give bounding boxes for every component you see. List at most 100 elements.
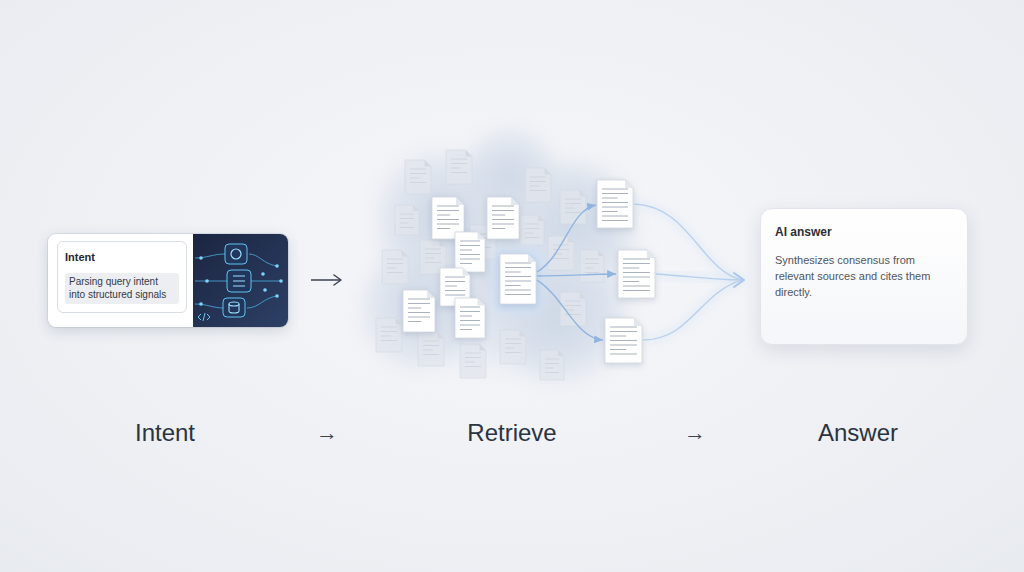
document-line (505, 339, 521, 340)
document-fold (580, 190, 587, 197)
document-line (623, 290, 650, 291)
document-fold (396, 318, 403, 325)
converge-line (656, 274, 742, 280)
document-line (530, 186, 540, 187)
document-line (602, 189, 628, 190)
inner-card: IntentParsing query intent into structur… (57, 241, 187, 313)
card-body: Synthesizes consensus from relevant sour… (775, 253, 953, 301)
document (618, 250, 655, 298)
text-column: IntentParsing query intent into structur… (48, 234, 193, 327)
document-line (381, 331, 397, 332)
arrowhead (334, 275, 341, 285)
icon-glyph (233, 276, 245, 286)
circuit-dot (261, 272, 265, 276)
document-sheet (455, 298, 485, 338)
document-line (610, 327, 637, 328)
document-line (460, 307, 480, 308)
document-fold (480, 344, 487, 351)
document-line (610, 331, 637, 332)
document-line (530, 181, 546, 182)
document-line (525, 237, 539, 238)
document-line (492, 219, 514, 220)
document-line (460, 325, 480, 326)
document-line (565, 314, 581, 315)
document-sheet (455, 232, 485, 272)
document-fold (478, 298, 486, 306)
document-line (460, 329, 472, 330)
document-line (451, 172, 467, 173)
document-sheet (500, 330, 526, 364)
document-fold (427, 290, 435, 298)
document-fold (456, 197, 464, 205)
document-sheet (418, 332, 444, 366)
document-fold (625, 180, 633, 188)
documents (403, 180, 655, 363)
document-line (505, 272, 521, 273)
icon-glyph (229, 304, 239, 313)
document-line (408, 299, 430, 300)
faded-document (500, 330, 526, 364)
document-line (445, 277, 465, 278)
document-glow (494, 250, 542, 312)
faded-document (405, 160, 431, 194)
card-heading: Intent (65, 251, 179, 263)
document-line (585, 268, 593, 269)
document-fold (545, 168, 552, 175)
faded-documents (376, 150, 604, 380)
document-line (565, 305, 581, 306)
document-line (623, 263, 650, 264)
document-fold (463, 268, 471, 276)
arrowhead (734, 273, 744, 287)
document-fold (466, 150, 473, 157)
faded-document (525, 168, 551, 202)
document-line (425, 253, 441, 254)
flow-glow (634, 204, 742, 280)
document-line (423, 341, 439, 342)
document-line (460, 254, 480, 255)
document-line (505, 343, 521, 344)
document-fold (568, 236, 575, 243)
document-line (492, 215, 505, 216)
document-line (460, 320, 480, 321)
icon-tile (225, 244, 247, 264)
document-line (610, 340, 637, 341)
document-line (465, 353, 481, 354)
document-fold (413, 205, 419, 211)
circuit-dot (275, 294, 279, 298)
document-line (492, 206, 514, 207)
document-fold (511, 197, 519, 205)
flow-line (537, 280, 603, 340)
faded-document (560, 190, 586, 224)
document-line (610, 349, 626, 350)
document-sheet (525, 168, 551, 202)
faded-document (520, 215, 544, 245)
document-fold (558, 350, 564, 356)
document-line (623, 277, 650, 278)
document-line (445, 281, 465, 282)
document-line (451, 159, 467, 160)
document-line (492, 210, 514, 211)
document-line (505, 348, 515, 349)
document-line (408, 308, 421, 309)
document-line (460, 241, 480, 242)
document-line (465, 357, 481, 358)
document-fold (598, 250, 604, 256)
circuit-line (247, 296, 277, 308)
document-line (505, 290, 531, 291)
document-line (505, 276, 531, 277)
intent-card: IntentParsing query intent into structur… (48, 234, 288, 327)
card-body: Parsing query intent into structured sig… (65, 273, 179, 304)
document-fold (478, 232, 486, 240)
document-line (610, 345, 637, 346)
document-line (408, 303, 430, 304)
document-line (565, 203, 581, 204)
icon-panel (193, 234, 288, 327)
document-sheet (403, 290, 435, 332)
step-label: Answer (818, 419, 898, 447)
document-line (545, 368, 553, 369)
circuit-dot (205, 279, 209, 283)
icon-tile (223, 298, 245, 317)
document-line (410, 178, 420, 179)
faded-document (460, 344, 486, 378)
faded-document (580, 250, 604, 282)
